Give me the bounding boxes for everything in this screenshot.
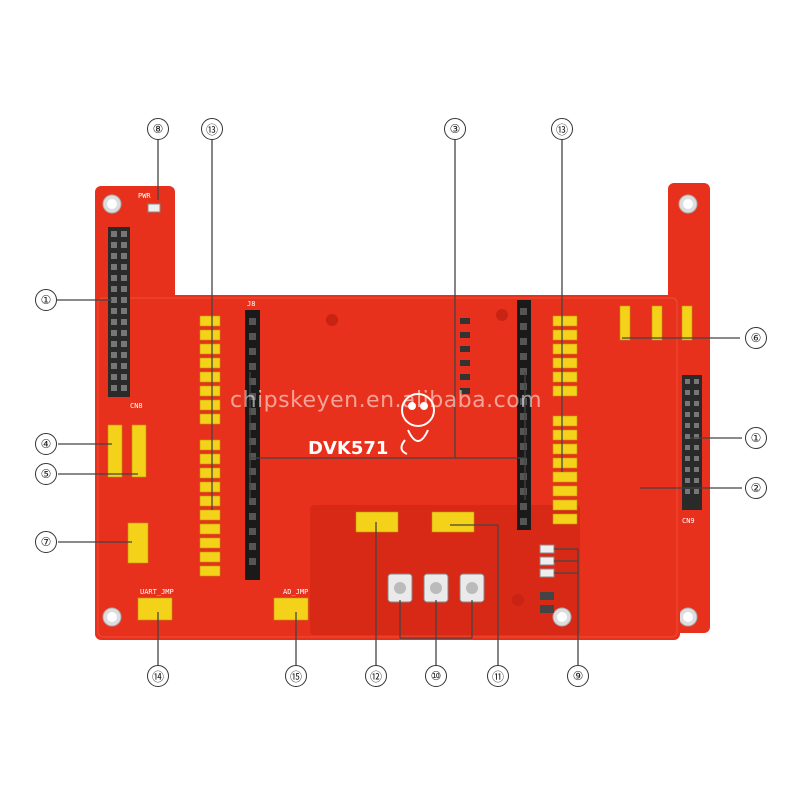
ad-jmp-label: AD_JMP: [283, 588, 309, 596]
pcb-main: [95, 186, 680, 640]
callout-1-right: ①: [745, 427, 767, 449]
callout-4: ④: [35, 433, 57, 455]
callout-3: ③: [444, 118, 466, 140]
callout-14: ⑭: [147, 665, 169, 687]
left-pin-header: [108, 227, 130, 397]
callout-12: ⑫: [365, 665, 387, 687]
cn9-label: CN9: [682, 517, 695, 525]
jumper-array-right: [552, 315, 578, 525]
callout-13-left: ⑬: [201, 118, 223, 140]
callout-6: ⑥: [745, 327, 767, 349]
push-buttons: [387, 573, 485, 603]
uart-jumpers: [619, 305, 693, 341]
callout-10: ⑩: [425, 665, 447, 687]
small-jumpers: [107, 424, 475, 621]
callout-11: ⑪: [487, 665, 509, 687]
callout-leaders: [57, 140, 742, 665]
cn8-label: CN8: [130, 402, 143, 410]
jumper-array-left: [199, 315, 221, 577]
callout-13-right: ⑬: [551, 118, 573, 140]
callout-7: ⑦: [35, 531, 57, 553]
j8-label: J8: [247, 300, 256, 308]
callout-9: ⑨: [567, 665, 589, 687]
callout-1-left: ①: [35, 289, 57, 311]
board-model-label: DVK571: [308, 438, 389, 459]
callout-8: ⑧: [147, 118, 169, 140]
callout-5: ⑤: [35, 463, 57, 485]
right-pin-header: [682, 375, 702, 510]
callout-2: ②: [745, 477, 767, 499]
callout-15: ⑮: [285, 665, 307, 687]
pwr-label: PWR: [138, 192, 151, 200]
uart-jmp-label: UART_JMP: [140, 588, 174, 596]
arduino-headers: [245, 300, 531, 580]
waveshare-mascot: [400, 393, 435, 455]
smd-resistors: [460, 318, 470, 394]
watermark-text: chipskeyen.en.alibaba.com: [230, 388, 543, 413]
